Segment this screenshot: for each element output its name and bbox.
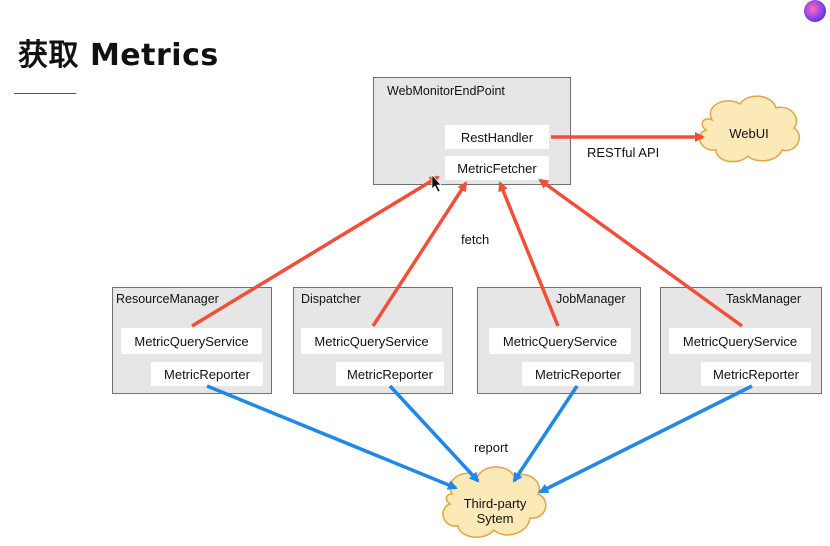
dispatcher-metric-query-service: MetricQueryService <box>301 328 442 354</box>
task-manager-metric-reporter: MetricReporter <box>701 362 811 386</box>
dispatcher-metric-reporter: MetricReporter <box>336 362 444 386</box>
task-manager-label: TaskManager <box>726 292 802 306</box>
third-party-line1: Third-party <box>463 496 527 511</box>
page-title: 获取 Metrics <box>18 38 219 73</box>
fetch-arrow-job-manager <box>498 181 560 327</box>
fetch-label: fetch <box>461 232 490 247</box>
mouse-cursor-icon <box>431 174 442 193</box>
report-label: report <box>474 440 508 455</box>
third-party-system-label: Third-party Sytem <box>450 496 540 526</box>
third-party-line2: Sytem <box>476 511 514 526</box>
dispatcher-label: Dispatcher <box>301 292 361 306</box>
app-logo-icon <box>804 0 826 22</box>
fetch-arrow-resource-manager <box>191 175 440 328</box>
job-manager-metric-reporter: MetricReporter <box>522 362 634 386</box>
resource-manager-metric-reporter: MetricReporter <box>151 362 263 386</box>
resource-manager-label: ResourceManager <box>116 292 219 306</box>
job-manager-metric-query-service: MetricQueryService <box>489 328 631 354</box>
report-arrow-resource-manager <box>206 384 458 490</box>
fetch-arrow-dispatcher <box>371 181 468 327</box>
metric-fetcher-box: MetricFetcher <box>445 156 549 180</box>
report-arrow-job-manager <box>512 385 579 483</box>
report-arrow-dispatcher <box>388 384 480 483</box>
resource-manager-metric-query-service: MetricQueryService <box>121 328 262 354</box>
restful-api-label: RESTful API <box>587 145 660 160</box>
fetch-arrow-task-manager <box>538 178 744 328</box>
third-party-cloud-icon <box>442 466 547 538</box>
rest-handler-box: RestHandler <box>445 125 549 149</box>
webui-label: WebUI <box>729 126 769 141</box>
job-manager-label: JobManager <box>556 292 626 306</box>
title-underline <box>14 93 76 94</box>
report-arrow-task-manager <box>538 384 753 494</box>
task-manager-metric-query-service: MetricQueryService <box>669 328 811 354</box>
web-monitor-endpoint-label: WebMonitorEndPoint <box>387 84 505 98</box>
